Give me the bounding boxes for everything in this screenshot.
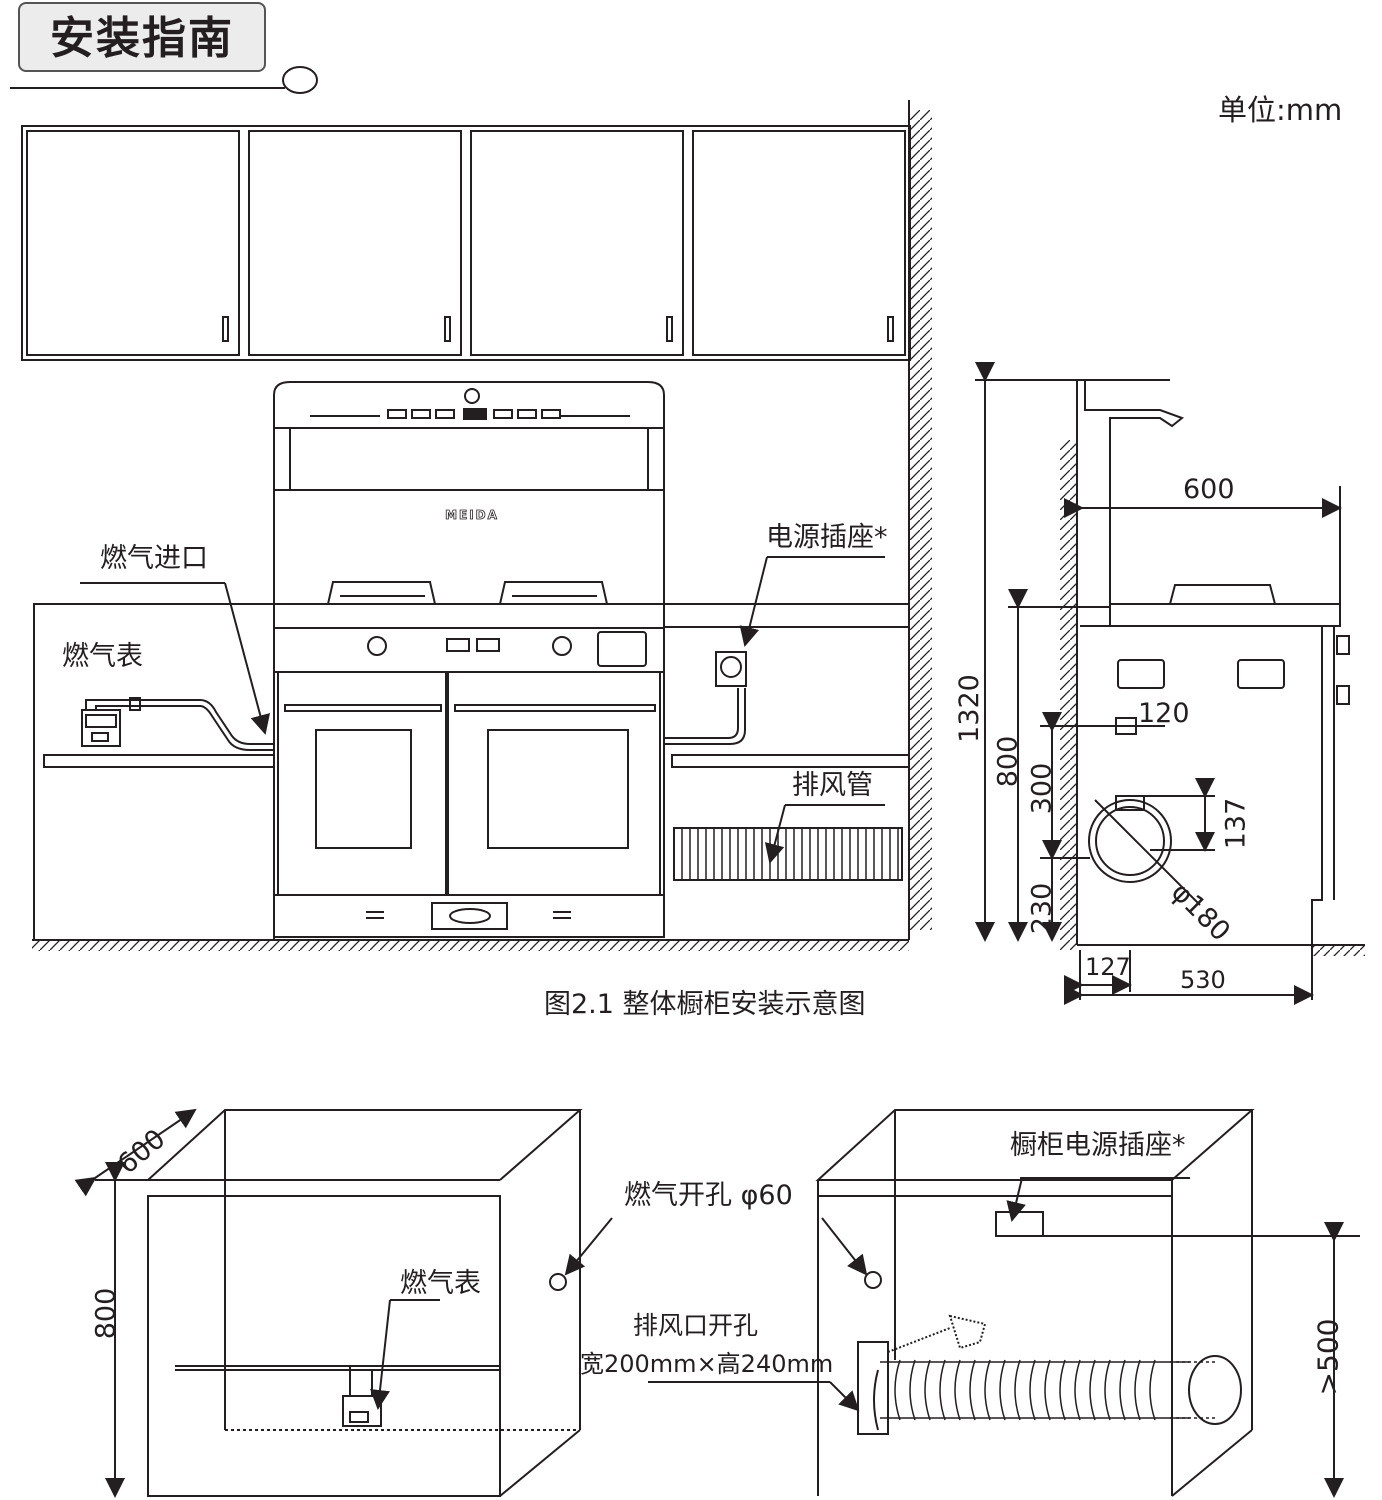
dim-total-height: 1320 [953, 674, 985, 743]
box-height-800: 800 [90, 1287, 122, 1340]
title-loop [282, 66, 318, 94]
power-socket-label: 电源插座* [766, 522, 888, 553]
exhaust-hole-title: 排风口开孔 [633, 1311, 759, 1340]
dim-duct-offset: 127 [1085, 953, 1131, 981]
dim-cabinet-depth: 530 [1180, 966, 1226, 994]
dim-base-height: 230 [1026, 882, 1058, 935]
dim-depth-600: 600 [1183, 474, 1235, 505]
dim-outlet-height: 300 [1026, 762, 1058, 815]
unit-label: 单位:mm [1218, 93, 1343, 127]
dim-outlet-offset: 137 [1220, 797, 1252, 850]
brand-logo: MEIDA [445, 508, 499, 522]
exhaust-pipe-label: 排风管 [792, 770, 873, 801]
exhaust-hole-size: 宽200mm×高240mm [580, 1350, 834, 1378]
exhaust-pipe-ribs [681, 828, 899, 880]
figure-caption: 图2.1 整体橱柜安装示意图 [544, 989, 866, 1020]
gas-meter-label: 燃气表 [62, 641, 143, 672]
min-height-500: >500 [1311, 1318, 1345, 1396]
section-title: 安装指南 [50, 13, 234, 64]
gas-inlet-label: 燃气进口 [100, 543, 208, 574]
cabinet-socket-label: 橱柜电源插座* [1010, 1130, 1186, 1161]
box-gas-meter-label: 燃气表 [400, 1268, 481, 1299]
dim-counter-height: 800 [992, 735, 1024, 788]
gas-hole-label: 燃气开孔 φ60 [624, 1180, 793, 1211]
section-title-badge: 安装指南 [18, 2, 266, 72]
dim-socket-120: 120 [1138, 698, 1190, 729]
